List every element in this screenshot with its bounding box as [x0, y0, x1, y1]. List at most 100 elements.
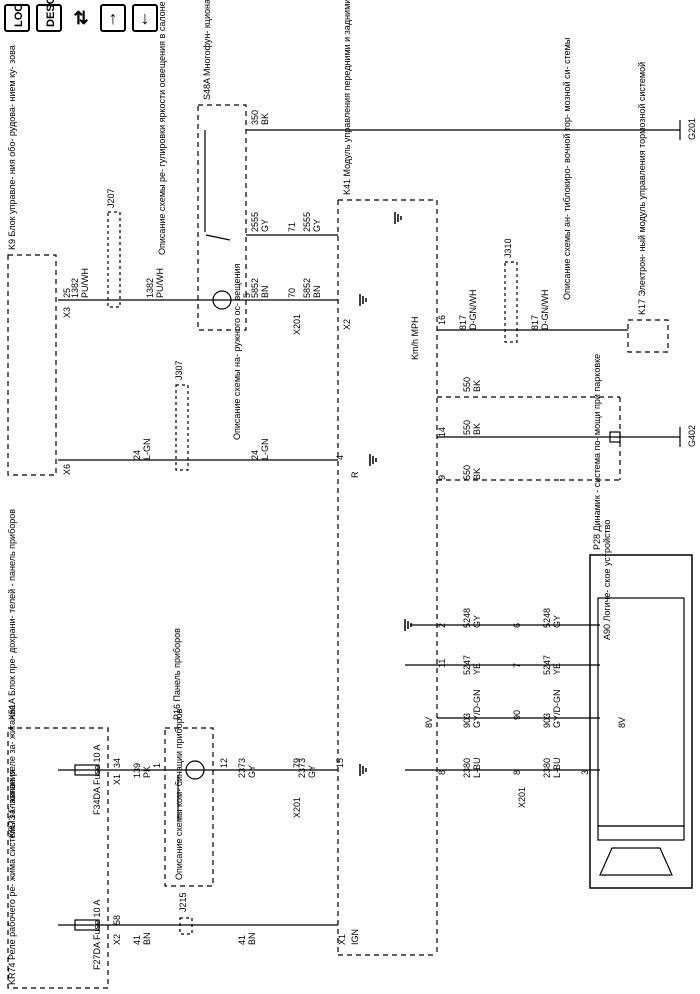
wire-dgnwh-2: D-GN/WH: [540, 290, 550, 331]
j310-label: J310: [503, 238, 513, 258]
pin-7: 7: [512, 663, 522, 668]
wire-2380-2: 2380: [542, 758, 552, 778]
wire-gy-5: GY: [260, 219, 270, 232]
wire-dgnwh-1: D-GN/WH: [468, 290, 478, 331]
pin-25: 25: [62, 288, 72, 298]
x2-label-1: X2: [112, 934, 122, 945]
wire-350: 350: [250, 110, 260, 125]
pin-12: 12: [219, 758, 229, 768]
wire-2373-1: 2373: [237, 758, 247, 778]
wire-903-1: 903: [462, 713, 472, 728]
kr74-label: KR74 Реле рабочего ре- жима системы за- …: [7, 769, 17, 985]
g402-label: G402: [687, 425, 697, 447]
x1-label-2: X1: [112, 774, 122, 785]
wire-lgn-1: L-GN: [142, 438, 152, 460]
j207-label: J207: [106, 188, 116, 208]
pin-90: 90: [512, 710, 522, 720]
wire-lbu-1: L-BU: [472, 757, 482, 778]
wire-ye-1: YE: [472, 663, 482, 675]
wire-5248-1: 5248: [462, 608, 472, 628]
wire-gy-1: GY: [247, 765, 257, 778]
p16-label: P16 Панель приборов: [172, 628, 182, 720]
wire-5852-2: 5852: [302, 278, 312, 298]
j207-desc: Описание схемы ре- гулировки яркости осв…: [157, 1, 167, 255]
loc-button[interactable]: LOC: [4, 4, 30, 32]
wire-2380-1: 2380: [462, 758, 472, 778]
wire-gy-2: GY: [307, 765, 317, 778]
pin-34: 34: [112, 758, 122, 768]
pin-79: 79: [292, 758, 302, 768]
wire-bn-3: BN: [260, 285, 270, 298]
wire-ye-2: YE: [552, 663, 562, 675]
pin-16: 16: [437, 315, 447, 325]
r-label: R: [350, 471, 360, 478]
wire-41-2: 41: [237, 935, 247, 945]
wire-41-1: 41: [132, 935, 142, 945]
x1-label-1: X1: [337, 934, 347, 945]
k17-label: K17 Электрон- ный модуль управления торм…: [637, 62, 647, 315]
j307-label: J307: [174, 360, 184, 380]
page-down-button[interactable]: ↓: [132, 4, 158, 32]
8v-label-2: 8V: [617, 717, 627, 728]
pin-70: 70: [287, 288, 297, 298]
wire-gy-6: GY: [312, 219, 322, 232]
kmh-label: Km/h MPH: [410, 316, 420, 360]
pin-3: 3: [580, 770, 590, 775]
k41-label: K41 Модуль управления передними и задним…: [342, 0, 352, 195]
wire-gy-3: GY: [472, 615, 482, 628]
pin-58: 58: [112, 915, 122, 925]
s48a-label: S48A Многофун- кциональ- ный пере- ключа…: [202, 0, 212, 100]
wire-gydgn-2: GY/D-GN: [552, 689, 562, 728]
wire-gy-4: GY: [552, 615, 562, 628]
swap-button[interactable]: ⇅: [68, 4, 94, 32]
wire-24-1: 24: [132, 450, 142, 460]
x201-label-3: X201: [292, 314, 302, 335]
pin-6: 6: [512, 623, 522, 628]
wire-bn-1: BN: [142, 932, 152, 945]
pin-8b: 8: [512, 770, 522, 775]
p16-desc: Описание схемы ком- бинации приборов: [174, 708, 184, 880]
j307-desc: Описание схемы на- ружного ос- вещения: [232, 263, 242, 440]
wire-bk-3: BK: [472, 423, 482, 435]
wire-550-3: 550: [462, 465, 472, 480]
wire-puwh-2: PU/WH: [155, 268, 165, 298]
x2-label-2: X2: [342, 319, 352, 330]
pin-2a: 2: [437, 623, 447, 628]
swap-icon: ⇅: [73, 7, 89, 28]
j215-label: J215: [178, 892, 188, 912]
page-up-button[interactable]: ↑: [100, 4, 126, 32]
wire-903-2: 903: [542, 713, 552, 728]
wire-bk-1: BK: [260, 113, 270, 125]
p28-label: P28 Динамик - система по- мощи при парко…: [592, 354, 602, 550]
x51a-label: X51A Блок пре- дохрани- телей - панель п…: [7, 509, 17, 720]
a90-label: A90 Логиче- ское устройство: [602, 520, 612, 640]
f27da-label: F27DA Fuse 10 A: [92, 899, 102, 970]
arrow-down-icon: ↓: [140, 7, 150, 28]
j310-desc: Описание схемы ан- тиблокиро- вочной тор…: [562, 38, 572, 300]
pin-5: 5: [242, 293, 252, 298]
wire-2555-2: 2555: [302, 212, 312, 232]
desc-button[interactable]: DESC: [36, 0, 62, 32]
wire-gydgn-1: GY/D-GN: [472, 689, 482, 728]
pin-11: 11: [437, 659, 447, 668]
x201-label-1: X201: [292, 797, 302, 818]
pin-71: 71: [287, 222, 297, 232]
wire-bk-2: BK: [472, 380, 482, 392]
wire-5247-2: 5247: [542, 655, 552, 675]
8v-label-1: 8V: [424, 717, 434, 728]
pin-4: 4: [335, 455, 345, 460]
x3-label: X3: [62, 307, 72, 318]
pin-1: 1: [152, 763, 162, 768]
ign-label: IGN: [350, 929, 360, 945]
pin-9: 9: [437, 475, 447, 480]
wire-2555-1: 2555: [250, 212, 260, 232]
k9-label: K9 Блок управле- ния обо- рудова- нием к…: [7, 45, 17, 250]
wire-1382-1: 1382: [70, 278, 80, 298]
pin-8a: 8: [437, 770, 447, 775]
wire-550-2: 550: [462, 420, 472, 435]
wire-24-2: 24: [250, 450, 260, 460]
g201-label: G201: [687, 118, 697, 140]
wire-5247-1: 5247: [462, 655, 472, 675]
wire-5248-2: 5248: [542, 608, 552, 628]
